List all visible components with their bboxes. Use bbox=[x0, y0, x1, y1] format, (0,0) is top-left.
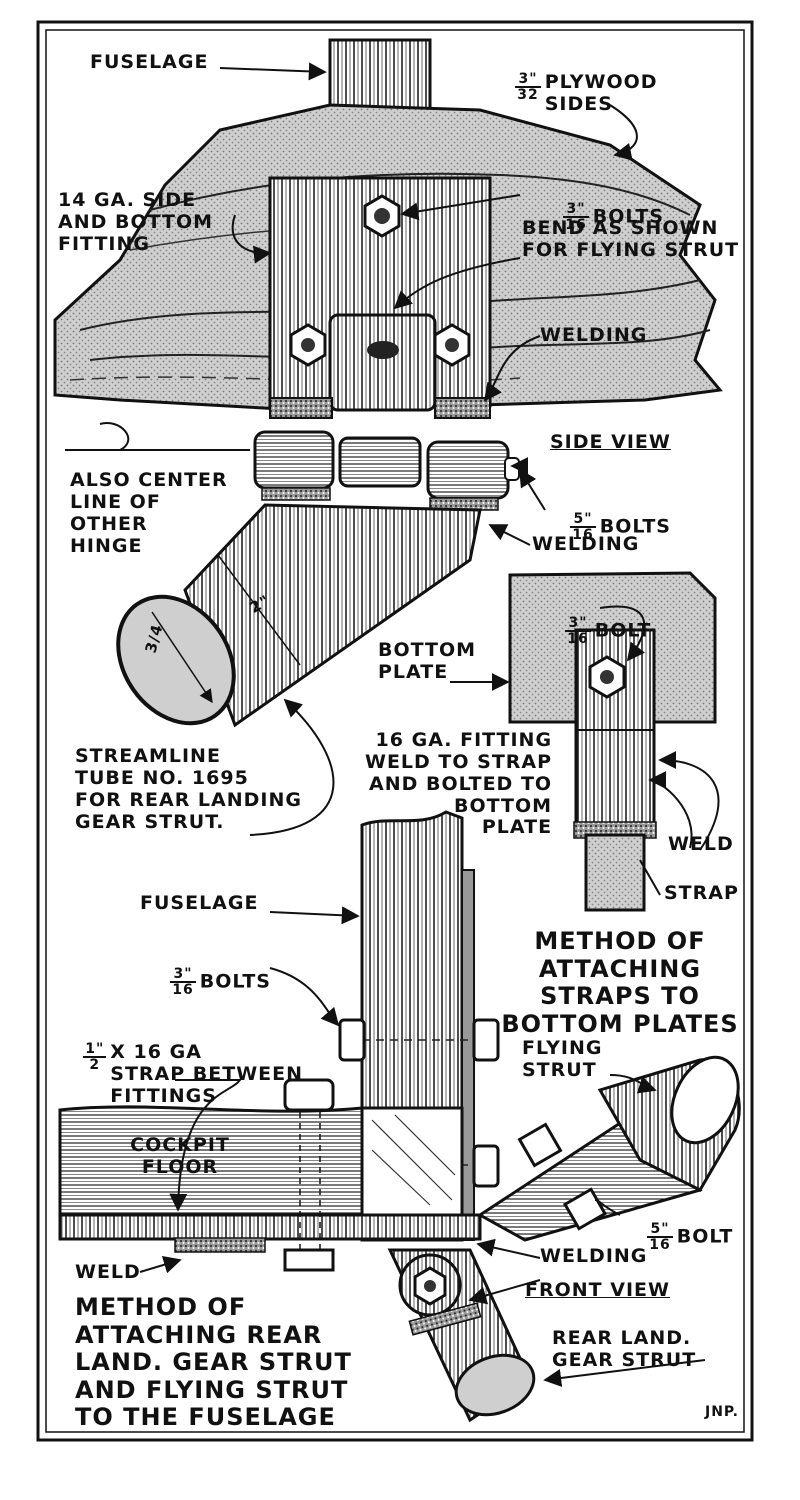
bolts-mid-text: BOLTS bbox=[599, 515, 671, 538]
bolt-plate-text: BOLT bbox=[594, 619, 652, 642]
bolts-mid-num: 5" bbox=[570, 512, 596, 528]
signature: JNP. bbox=[705, 1404, 739, 1420]
bolt-plate-icon bbox=[588, 655, 626, 699]
streamline-tube bbox=[116, 503, 482, 728]
rear-land-gear-strut bbox=[387, 1248, 536, 1423]
bolts-top-den: 16 bbox=[565, 216, 587, 233]
bolt-right-icon bbox=[433, 323, 471, 367]
label-side-view: SIDE VIEW bbox=[550, 431, 671, 453]
bolt-left-icon bbox=[289, 323, 327, 367]
bolts-low-den: 16 bbox=[172, 981, 194, 998]
weld-top-right bbox=[434, 397, 491, 419]
bolts-top-num: 3" bbox=[563, 202, 589, 218]
label-bottom-plate: BOTTOM PLATE bbox=[378, 639, 477, 683]
label-weld-right: WELD bbox=[668, 833, 734, 855]
floor-bolt bbox=[283, 1078, 335, 1272]
strap-between-den: 2 bbox=[89, 1056, 101, 1073]
label-side-fitting: 14 GA. SIDE AND BOTTOM FITTING bbox=[58, 189, 214, 255]
label-weld-left: WELD bbox=[75, 1261, 141, 1283]
plywood-text: PLYWOOD SIDES bbox=[544, 70, 658, 115]
label-welding-top: WELDING bbox=[540, 324, 648, 346]
bolt-low-fraction: 5"16 bbox=[647, 1222, 673, 1253]
bolt-plate-num: 3" bbox=[565, 616, 591, 632]
label-fuselage-top: FUSELAGE bbox=[90, 51, 209, 73]
label-rear-land: REAR LAND. GEAR STRUT bbox=[552, 1327, 697, 1371]
bolt-low-den: 16 bbox=[649, 1236, 671, 1253]
hinge-knuckles bbox=[253, 430, 520, 511]
bolts-mid-fraction: 5"16 bbox=[570, 512, 596, 543]
bolts-low-fraction: 3"16 bbox=[170, 967, 196, 998]
label-cockpit-floor: COCKPIT FLOOR bbox=[130, 1134, 230, 1178]
label-fuselage-mid: FUSELAGE bbox=[140, 892, 259, 914]
bolts-top-fraction: 3"16 bbox=[563, 202, 589, 233]
bolt-top-icon bbox=[363, 194, 401, 238]
bolt-low-text: BOLT bbox=[676, 1225, 734, 1248]
inner-frame bbox=[45, 29, 745, 1433]
strap-between-fraction: 1"2 bbox=[83, 1040, 107, 1073]
label-strap: STRAP bbox=[664, 882, 739, 904]
bolt-plate-fraction: 3"16 bbox=[565, 616, 591, 647]
plywood-fraction: 3"32 bbox=[515, 72, 541, 103]
strap-between-num: 1" bbox=[83, 1040, 107, 1058]
outer-frame bbox=[36, 20, 754, 1442]
heading-method-rear: METHOD OF ATTACHING REAR LAND. GEAR STRU… bbox=[75, 1293, 352, 1432]
weld-top-left bbox=[269, 397, 333, 419]
side-strap-plate bbox=[461, 869, 475, 1241]
bolts-mid-den: 16 bbox=[572, 526, 594, 543]
bolts-low-num: 3" bbox=[170, 967, 196, 983]
label-flying-strut: FLYING STRUT bbox=[522, 1037, 603, 1081]
plywood-frac-num: 3" bbox=[515, 72, 541, 88]
floor-strap bbox=[58, 1213, 482, 1241]
plywood-frac-den: 32 bbox=[517, 86, 539, 103]
hinge-bracket bbox=[328, 313, 437, 412]
label-bend-note: BEND AS SHOWN FOR FLYING STRUT bbox=[522, 217, 740, 261]
bolt-low-num: 5" bbox=[647, 1222, 673, 1238]
label-front-view: FRONT VIEW bbox=[525, 1279, 670, 1301]
bolts-low-text: BOLTS bbox=[199, 970, 271, 993]
heading-method-straps: METHOD OF ATTACHING STRAPS TO BOTTOM PLA… bbox=[501, 927, 739, 1038]
label-welding-low: WELDING bbox=[540, 1245, 648, 1267]
label-fitting-16: 16 GA. FITTING WELD TO STRAP AND BOLTED … bbox=[365, 729, 553, 839]
bolts-top-text: BOLTS bbox=[592, 205, 664, 228]
label-also-center: ALSO CENTER LINE OF OTHER HINGE bbox=[70, 469, 228, 557]
label-welding-mid: WELDING bbox=[532, 533, 640, 555]
bolt-plate-den: 16 bbox=[567, 630, 589, 647]
flying-strut bbox=[477, 1055, 741, 1242]
label-streamline: STREAMLINE TUBE NO. 1695 FOR REAR LANDIN… bbox=[75, 745, 302, 833]
strap-between-text: X 16 GA STRAP BETWEEN FITTINGS bbox=[110, 1040, 304, 1107]
strap bbox=[584, 833, 646, 912]
